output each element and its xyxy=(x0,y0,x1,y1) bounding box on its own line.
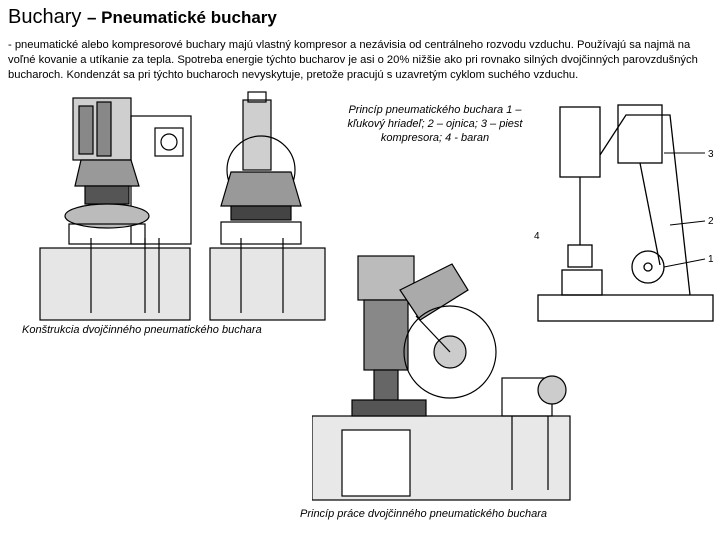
intro-paragraph: - pneumatické alebo kompresorové buchary… xyxy=(8,39,698,81)
caption-principle: Princíp pneumatického buchara 1 – kľukov… xyxy=(347,104,523,144)
title-main: Buchary xyxy=(8,6,82,28)
page-title: Buchary – Pneumatické buchary xyxy=(8,6,277,29)
caption-construction: Konštrukcia dvojčinného pneumatického bu… xyxy=(22,324,262,336)
diagram-label-2: 2 xyxy=(708,216,714,227)
diagram-label-4: 4 xyxy=(534,231,540,242)
diagram-label-3: 3 xyxy=(708,149,714,160)
work-principle-drawing xyxy=(312,255,571,501)
caption-work: Princíp práce dvojčinného pneumatického … xyxy=(300,508,548,520)
title-sub: – Pneumatické buchary xyxy=(86,8,277,27)
diagram-label-1: 1 xyxy=(708,254,714,265)
principle-schematic: 3 2 1 4 xyxy=(534,104,714,322)
construction-drawing xyxy=(39,91,326,321)
